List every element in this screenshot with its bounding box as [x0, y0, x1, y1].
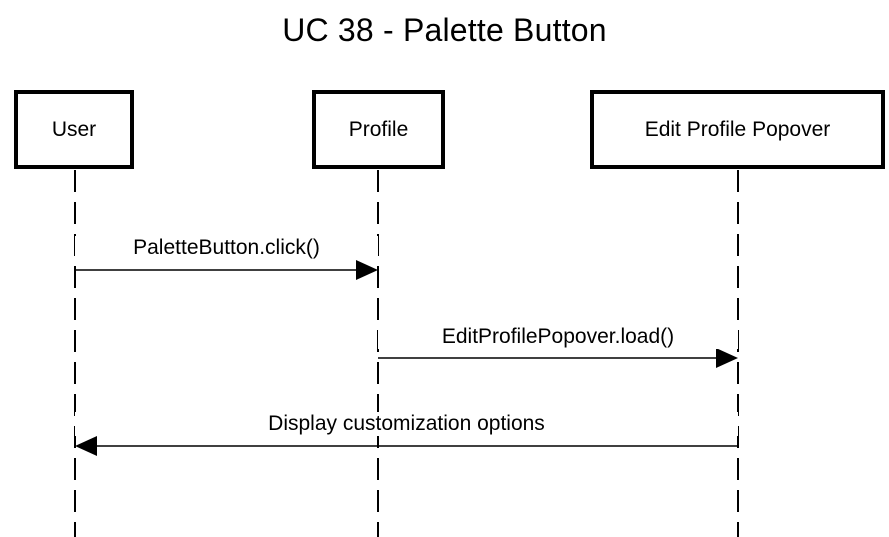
diagram-title: UC 38 - Palette Button	[282, 12, 607, 48]
message-arrow-display-options	[75, 436, 738, 456]
message-label-display-options: Display customization options	[75, 412, 738, 436]
participant-edit-profile-popover-label: Edit Profile Popover	[644, 117, 831, 141]
participant-profile-label: Profile	[348, 117, 409, 141]
message-arrow-palette-click	[75, 260, 378, 280]
participant-profile: Profile	[312, 90, 445, 169]
message-arrow-popover-load	[378, 348, 738, 368]
message-label-popover-load: EditProfilePopover.load()	[378, 325, 738, 349]
participant-edit-profile-popover: Edit Profile Popover	[590, 90, 885, 169]
participant-user-label: User	[51, 117, 97, 141]
participant-user: User	[14, 90, 134, 169]
message-label-palette-click: PaletteButton.click()	[75, 236, 378, 260]
